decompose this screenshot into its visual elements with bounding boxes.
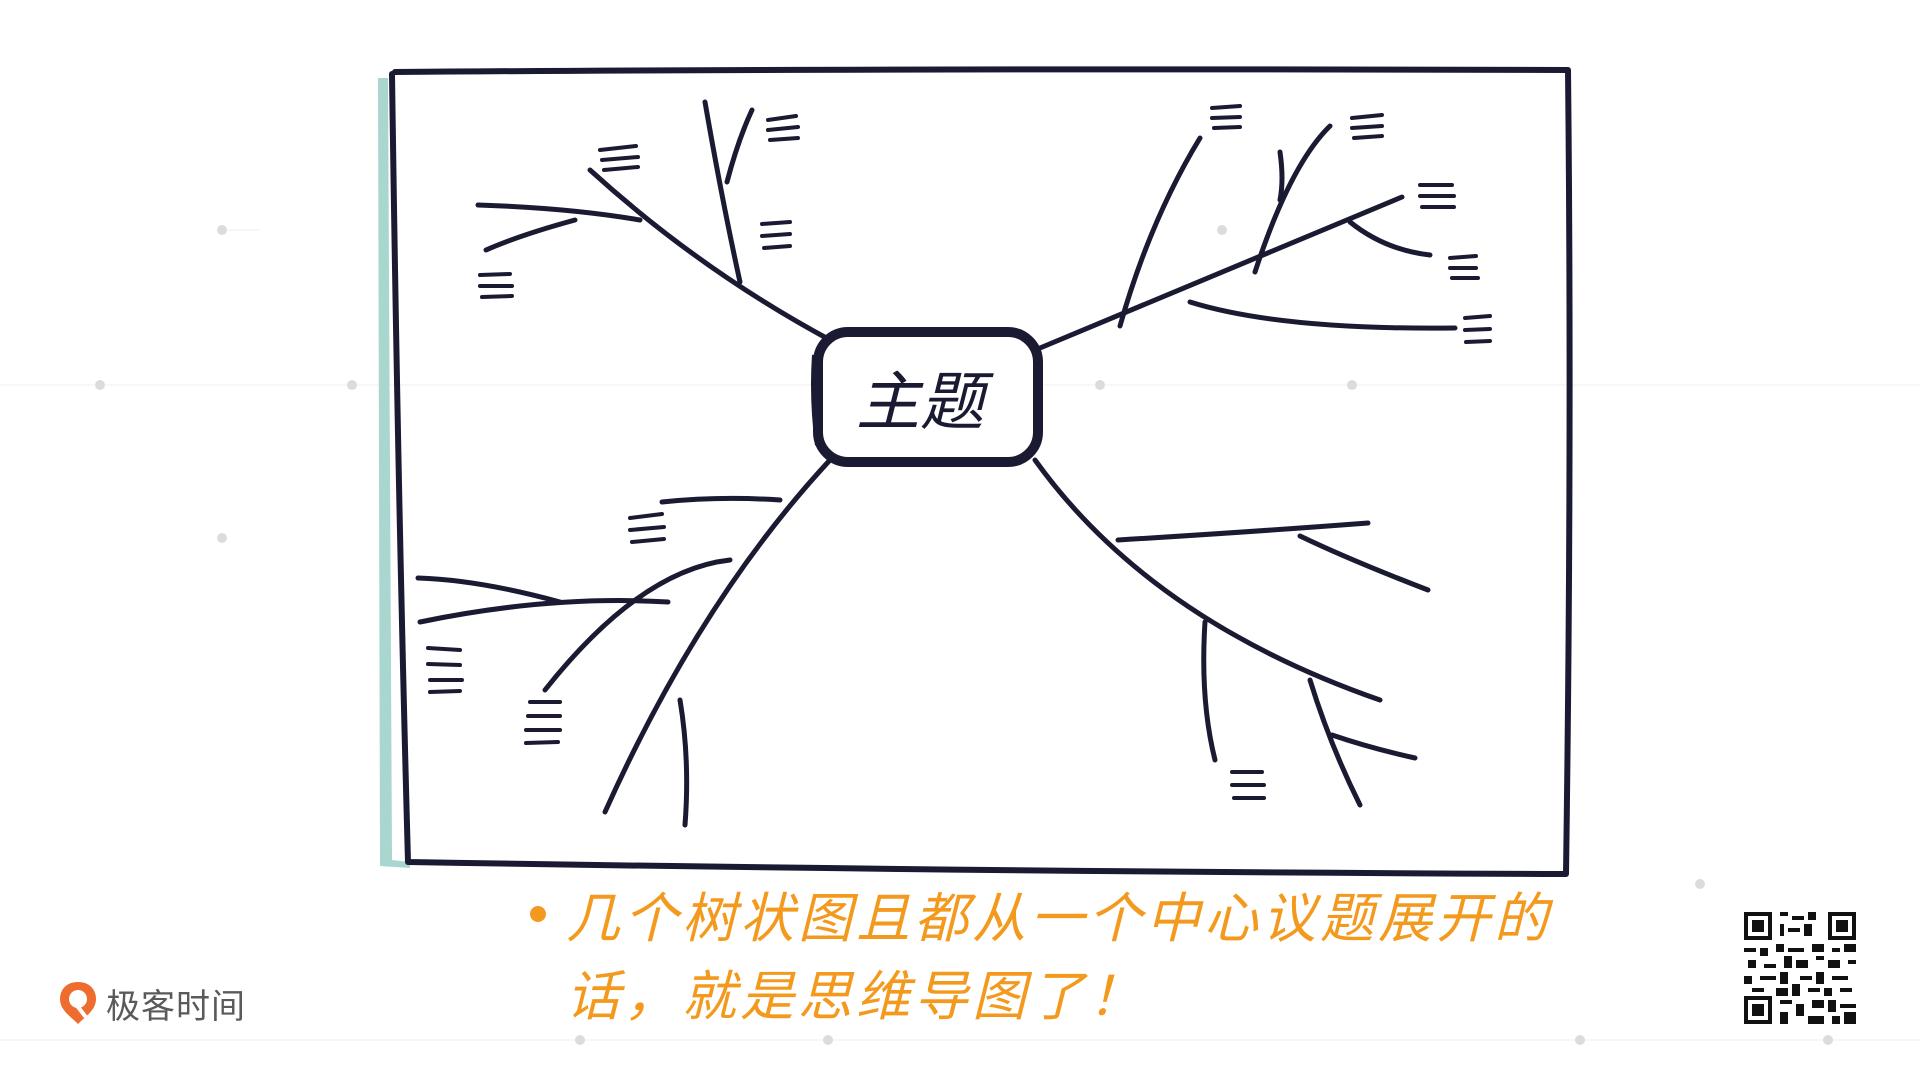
scribble-ur-1 <box>1210 104 1242 130</box>
scribble-ul-4 <box>478 272 514 299</box>
branch-upper-left-sub4 <box>724 107 755 185</box>
scribble-ur-3 <box>1418 183 1456 209</box>
geektime-logo: 极客时间 <box>58 975 246 1031</box>
scribble-ur-2 <box>1350 113 1384 140</box>
scribble-ur-4 <box>1448 254 1480 280</box>
central-topic-label: 主题 <box>856 366 994 440</box>
caption-line-2: 话，就是思维导图了！ <box>566 965 1146 1028</box>
branch-upper-right-sub5 <box>1187 299 1458 331</box>
caption-line-1: 几个树状图且都从一个中心议题展开的 <box>530 880 1590 958</box>
diagram-frame <box>389 66 1573 877</box>
branch-upper-right-sub1 <box>1117 135 1203 329</box>
branches <box>415 99 1458 828</box>
scribble-ur-5 <box>1463 314 1492 344</box>
scribble-ul-2 <box>766 114 800 142</box>
branch-lower-left-sub2 <box>542 557 733 693</box>
frame-shadow <box>378 78 410 868</box>
caption: 几个树状图且都从一个中心议题展开的 话，就是思维导图了！ <box>530 880 1590 1036</box>
branch-lower-right-main <box>1032 457 1383 703</box>
branch-upper-left-sub3 <box>702 99 743 285</box>
logo-text: 极客时间 <box>106 986 246 1027</box>
scribble-ll-2 <box>426 646 464 694</box>
branch-upper-right-sub2 <box>1252 123 1333 275</box>
branch-lower-right-sub1 <box>1115 520 1371 543</box>
branch-lower-right-sub5 <box>1329 732 1418 761</box>
branch-upper-right-main <box>1037 194 1405 351</box>
branch-upper-left-sub2 <box>483 217 578 253</box>
branch-lower-left-main <box>602 457 833 815</box>
branch-lower-right-sub2 <box>1297 533 1431 593</box>
bullet-icon <box>530 906 546 923</box>
text-scribbles <box>426 104 1492 800</box>
scribble-lr-1 <box>1230 770 1266 800</box>
branch-lower-left-sub5 <box>677 697 690 828</box>
central-topic: 主题 <box>811 327 1043 467</box>
branch-lower-right-sub4 <box>1307 677 1363 808</box>
scribble-ul-3 <box>760 220 792 250</box>
branch-upper-left-sub1 <box>475 202 643 223</box>
central-topic-box <box>813 327 1043 467</box>
qr-code-icon[interactable] <box>1744 912 1856 1024</box>
scribble-ll-1 <box>628 512 666 544</box>
branch-upper-right-sub3 <box>1277 149 1285 203</box>
branch-upper-left-main <box>587 167 833 343</box>
branch-lower-left-sub4 <box>415 575 563 605</box>
branch-lower-left-sub1 <box>659 495 783 505</box>
watermarks <box>95 225 1833 1045</box>
geektime-logo-icon <box>60 982 96 1024</box>
branch-upper-right-sub4 <box>1347 219 1433 258</box>
branch-lower-left-sub3 <box>417 598 671 625</box>
scribble-ll-3 <box>524 700 562 745</box>
scribble-ul-1 <box>598 144 640 172</box>
branch-lower-right-sub3 <box>1201 619 1218 763</box>
